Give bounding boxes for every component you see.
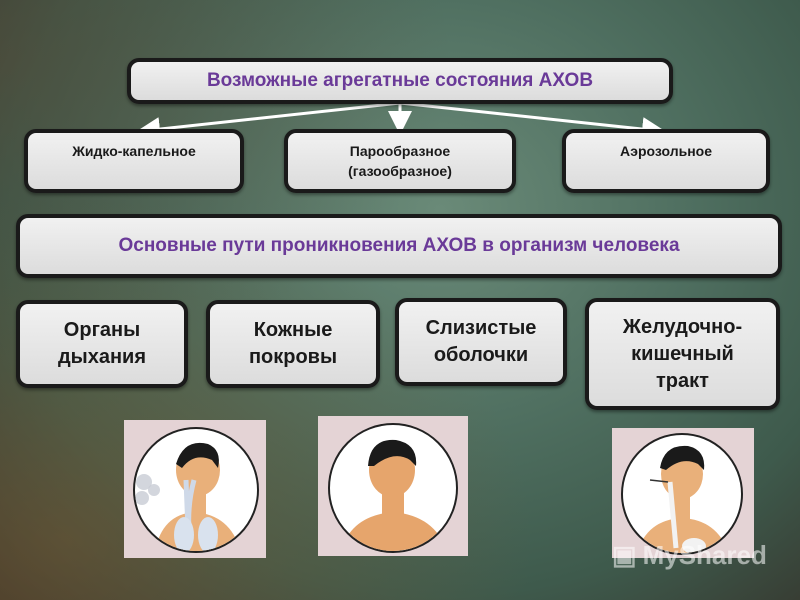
state-box-aerosol: Аэрозольное [562,129,770,193]
route-box-mucous: Слизистые оболочки [395,298,567,386]
top-title-box: Возможные агрегатные состояния АХОВ [127,58,673,104]
paths-title-box: Основные пути проникновения АХОВ в орган… [16,214,782,278]
state-box-liquid: Жидко-капельное [24,129,244,193]
route-box-skin: Кожные покровы [206,300,380,388]
state-label-liquid: Жидко-капельное [72,143,196,159]
state-box-vapor: Парообразное (газообразное) [284,129,516,193]
state-label-vapor: Парообразное (газообразное) [348,143,452,179]
respiratory-illustration [124,420,266,558]
route-box-gastro: Желудочно-кишечный тракт [585,298,780,410]
arrow-left [136,101,401,141]
route-label-mucous: Слизистые оболочки [425,317,537,366]
state-label-aerosol: Аэрозольное [619,143,713,159]
route-label-skin: Кожные покровы [248,319,338,368]
watermark-icon: ▣ [612,540,637,570]
route-box-respiratory: Органы дыхания [16,300,188,388]
arrow-right [399,101,666,142]
watermark-text: MyShared [642,540,767,570]
route-label-gastro: Желудочно-кишечный тракт [622,315,743,392]
skin-illustration [318,416,468,556]
route-label-respiratory: Органы дыхания [57,319,147,368]
gastro-illustration [612,428,754,558]
paths-title: Основные пути проникновения АХОВ в орган… [118,235,680,256]
top-title: Возможные агрегатные состояния АХОВ [206,70,594,91]
watermark: ▣ MyShared [612,540,767,571]
